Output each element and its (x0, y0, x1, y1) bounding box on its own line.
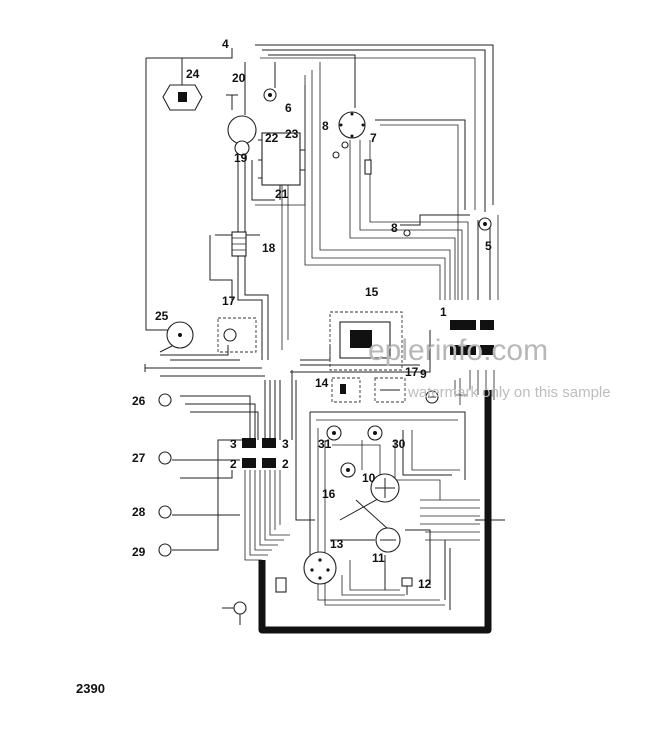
component-8-contacts (332, 141, 372, 175)
label-19: 19 (234, 151, 248, 165)
right-wiring (290, 330, 505, 610)
component-19-motor (227, 115, 257, 156)
component-30-gauge (367, 425, 383, 441)
label-10: 10 (362, 471, 376, 485)
label-16: 16 (322, 487, 336, 501)
label-13: 13 (330, 537, 344, 551)
lamps-left (144, 364, 172, 557)
label-3-right: 3 (282, 437, 289, 451)
label-31: 31 (318, 437, 332, 451)
middle-wiring (150, 85, 315, 561)
label-11: 11 (372, 551, 385, 565)
component-25-switch (159, 321, 194, 353)
component-18-connector (231, 231, 247, 257)
component-13-switch (303, 551, 337, 585)
component-8b-switch (403, 229, 411, 237)
connector-2 (242, 458, 276, 468)
reference-numbers: 4 24 20 6 23 22 19 21 8 7 8 5 18 15 17 2… (132, 37, 492, 591)
label-8b: 8 (391, 221, 398, 235)
label-25: 25 (155, 309, 169, 323)
component-relay-bottom (275, 577, 287, 593)
label-1: 1 (440, 305, 447, 319)
label-12: 12 (418, 577, 432, 591)
label-23: 23 (285, 127, 299, 141)
label-3-left: 3 (230, 437, 237, 451)
label-5: 5 (485, 239, 492, 253)
label-17b: 17 (405, 365, 419, 379)
component-21-22-unit (258, 132, 305, 200)
component-24-relay-box (162, 84, 203, 111)
component-12-fuse (401, 577, 413, 595)
label-14: 14 (315, 376, 329, 390)
label-8: 8 (322, 119, 329, 133)
component-11-meter (375, 527, 401, 553)
label-4: 4 (222, 37, 229, 51)
component-17-relay (217, 317, 257, 353)
component-31-gauge (326, 425, 342, 441)
connector-1 (450, 320, 494, 355)
label-28: 28 (132, 505, 146, 519)
component-14-unit (331, 377, 361, 403)
label-24: 24 (186, 67, 200, 81)
component-5-sender (478, 217, 492, 231)
component-10-meter (370, 473, 400, 503)
watermark: eplerinfo.com watermark only on this sam… (368, 334, 611, 401)
component-7-switch (338, 111, 366, 139)
component-ground-right (425, 390, 439, 404)
label-30: 30 (392, 437, 406, 451)
connector-3 (242, 438, 276, 448)
component-ground-bottom (222, 601, 247, 625)
label-7: 7 (370, 131, 377, 145)
label-2-left: 2 (230, 457, 237, 471)
top-wiring (145, 44, 499, 331)
label-27: 27 (132, 451, 146, 465)
watermark-site: eplerinfo.com (368, 334, 548, 367)
label-9: 9 (420, 367, 427, 381)
label-18: 18 (262, 241, 276, 255)
label-2-right: 2 (282, 457, 289, 471)
label-22: 22 (265, 131, 279, 145)
label-6: 6 (285, 101, 292, 115)
label-20: 20 (232, 71, 246, 85)
label-21: 21 (275, 187, 289, 201)
label-15: 15 (365, 285, 379, 299)
page-number: 2390 (76, 681, 105, 696)
watermark-note: watermark only on this sample (407, 384, 611, 401)
component-6-sender (263, 88, 277, 102)
component-17b-unit (374, 377, 406, 403)
label-26: 26 (132, 394, 146, 408)
label-29: 29 (132, 545, 146, 559)
component-20-bulb (226, 94, 238, 110)
label-17: 17 (222, 294, 236, 308)
component-15-module (329, 311, 403, 371)
main-harness (258, 390, 492, 634)
component-16-gauge (340, 462, 356, 478)
